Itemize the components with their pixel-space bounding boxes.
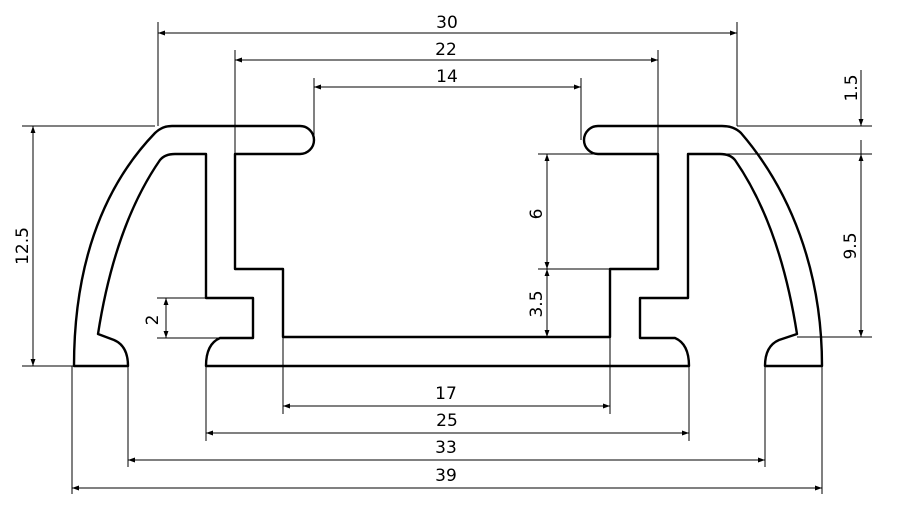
dim-wall: 9.5 [797, 154, 872, 338]
dim-label-overall-height: 12.5 [13, 227, 33, 265]
dim-label-wall: 9.5 [841, 232, 861, 259]
dim-foot-inner: 33 [127, 366, 766, 467]
dim-label-foot-inner: 33 [435, 438, 457, 458]
dim-label-opening: 14 [436, 67, 458, 87]
dim-overall-height: 12.5 [13, 125, 155, 367]
dim-lower-channel: 3.5 [527, 269, 550, 337]
dim-label-inner-bottom: 25 [436, 411, 458, 431]
dim-overall-top: 30 [157, 13, 738, 126]
dim-inner-top: 22 [234, 40, 659, 154]
dim-label-inner-top: 22 [435, 40, 457, 60]
dim-inner-bottom: 25 [205, 366, 690, 441]
dim-label-lower-channel: 3.5 [527, 290, 547, 317]
dim-lip: 1.5 [720, 70, 872, 155]
dim-label-lip: 1.5 [842, 74, 862, 101]
dim-label-channel-floor: 17 [435, 384, 457, 404]
dim-label-overall-top: 30 [436, 13, 458, 33]
dim-opening: 14 [313, 67, 582, 140]
dim-upper-channel: 6 [527, 153, 610, 270]
profile-outline [72, 124, 824, 368]
dim-channel-floor: 17 [282, 337, 611, 414]
dim-label-slot: 2 [143, 315, 163, 326]
dim-overall-bottom: 39 [71, 366, 823, 494]
dim-label-overall-bottom: 39 [435, 466, 457, 486]
dim-slot: 2 [143, 297, 253, 339]
dim-label-upper-channel: 6 [527, 209, 547, 220]
